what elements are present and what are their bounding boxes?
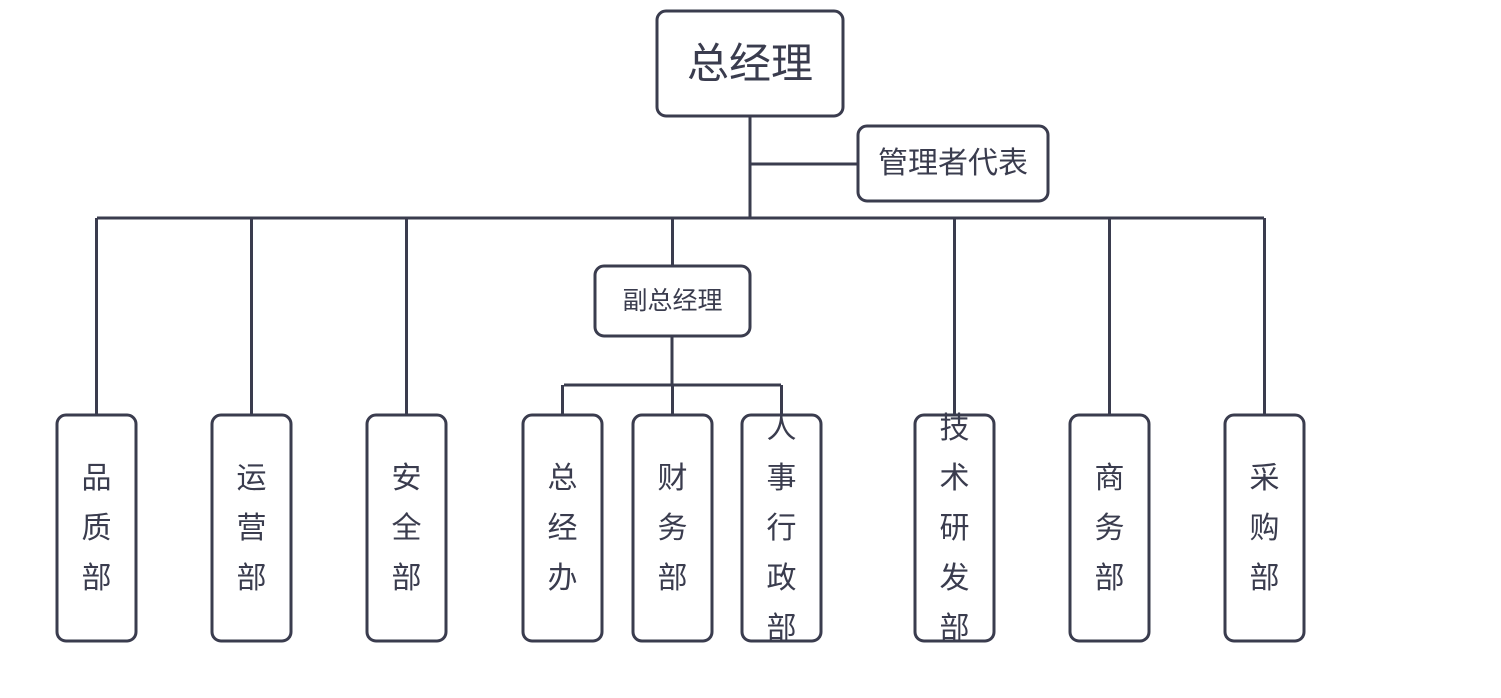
node-box-management-representative[interactable] — [856, 124, 1050, 203]
node-box-procurement-department[interactable] — [1223, 413, 1306, 643]
node-label-operations-department: 运营部 — [237, 462, 267, 595]
node-hr-admin-department[interactable]: 人事行政部 — [740, 412, 823, 645]
node-label-business-department: 商务部 — [1095, 462, 1125, 595]
node-box-technology-rd-department[interactable] — [913, 413, 996, 643]
node-label-finance-department: 财务部 — [658, 462, 688, 595]
node-label-general-manager: 总经理 — [687, 40, 813, 87]
node-label-deputy-general-manager: 副总经理 — [622, 287, 722, 315]
node-operations-department[interactable]: 运营部 — [210, 413, 293, 643]
node-business-department[interactable]: 商务部 — [1068, 413, 1151, 643]
node-box-quality-department[interactable] — [55, 413, 138, 643]
node-box-finance-department[interactable] — [631, 413, 714, 643]
node-box-safety-department[interactable] — [365, 413, 448, 643]
node-box-general-manager-office[interactable] — [521, 413, 604, 643]
node-finance-department[interactable]: 财务部 — [631, 413, 714, 643]
node-procurement-department[interactable]: 采购部 — [1223, 413, 1306, 643]
connector-layer — [95, 116, 1266, 415]
node-deputy-general-manager[interactable]: 副总经理 — [593, 264, 752, 338]
node-technology-rd-department[interactable]: 技术研发部 — [913, 412, 996, 645]
node-general-manager[interactable]: 总经理 — [655, 9, 845, 118]
node-box-business-department[interactable] — [1068, 413, 1151, 643]
node-safety-department[interactable]: 安全部 — [365, 413, 448, 643]
node-label-management-representative: 管理者代表 — [878, 147, 1028, 180]
node-box-operations-department[interactable] — [210, 413, 293, 643]
node-label-safety-department: 安全部 — [392, 462, 422, 595]
node-box-hr-admin-department[interactable] — [740, 413, 823, 643]
node-box-general-manager[interactable] — [655, 9, 845, 118]
node-label-technology-rd-department: 技术研发部 — [940, 412, 970, 645]
node-label-hr-admin-department: 人事行政部 — [767, 412, 797, 645]
node-management-representative[interactable]: 管理者代表 — [856, 124, 1050, 203]
node-label-quality-department: 品质部 — [82, 462, 112, 595]
node-label-procurement-department: 采购部 — [1250, 462, 1280, 595]
node-general-manager-office[interactable]: 总经办 — [521, 413, 604, 643]
node-quality-department[interactable]: 品质部 — [55, 413, 138, 643]
node-box-deputy-general-manager[interactable] — [593, 264, 752, 338]
node-label-general-manager-office: 总经办 — [548, 462, 578, 595]
